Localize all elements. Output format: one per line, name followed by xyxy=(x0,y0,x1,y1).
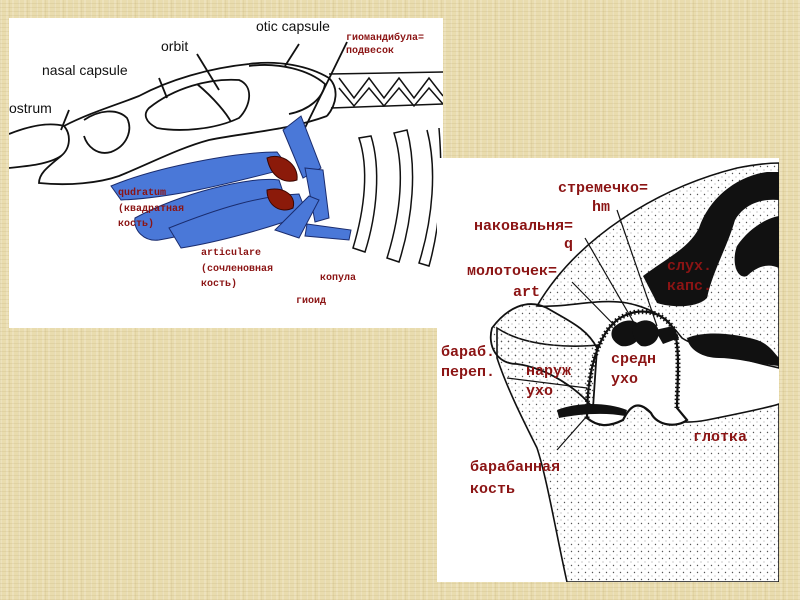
otic-capsule-cartilage-floor xyxy=(687,333,779,366)
label-tympanic-bone-1: барабанная xyxy=(470,459,560,476)
skull-outline xyxy=(9,41,348,186)
label-stapes-1: стремечко= xyxy=(558,180,648,197)
label-tympanic-membrane-2: переп. xyxy=(441,364,495,381)
label-outer-ear-2: ухо xyxy=(526,383,553,400)
label-quadratum-2: (квадратная xyxy=(118,203,184,215)
label-articulare-2: (сочленовная xyxy=(201,263,273,275)
hyoid-lower-cartilage xyxy=(274,195,320,239)
middle-ear-diagram: стремечко= hm наковальня= q молоточек= a… xyxy=(441,162,779,582)
otic-capsule-cartilage xyxy=(643,172,779,307)
label-incus-1: наковальня= xyxy=(474,218,573,235)
label-incus-2: q xyxy=(564,236,573,253)
label-otic-capsule-1: слух. xyxy=(667,258,712,275)
label-middle-ear-2: ухо xyxy=(611,371,638,388)
label-outer-ear-1: наруж xyxy=(526,363,571,380)
otic-capsule-cartilage-inner xyxy=(734,216,779,277)
stapes-ossicle xyxy=(655,326,679,344)
label-orbit: orbit xyxy=(161,38,188,54)
label-middle-ear-1: средн xyxy=(611,351,656,368)
label-quadratum-1: qudratum xyxy=(118,187,166,199)
copula-cartilage xyxy=(304,223,352,241)
label-otic-capsule-2: капс. xyxy=(667,278,712,295)
leader-lines xyxy=(506,209,658,451)
label-rostrum: ostrum xyxy=(9,100,52,116)
hyomandibula-cartilage xyxy=(282,115,322,179)
articular-bone xyxy=(266,188,295,211)
label-copula: копула xyxy=(320,273,356,284)
vertebral-column xyxy=(328,71,443,109)
quadrate-bone xyxy=(266,156,298,182)
middle-ear-panel: стремечко= hm наковальня= q молоточек= a… xyxy=(437,158,779,582)
label-hyomandibula-2: подвесок xyxy=(346,46,394,57)
jaw-bones xyxy=(266,156,298,211)
shark-skull-panel: ostrum nasal capsule orbit otic capsule … xyxy=(9,18,443,328)
label-malleus-2: art xyxy=(513,284,540,301)
label-stapes-2: hm xyxy=(592,199,610,216)
label-malleus-1: молоточек= xyxy=(467,263,557,280)
label-otic-capsule: otic capsule xyxy=(256,18,330,34)
label-articulare-3: кость) xyxy=(201,278,237,290)
tympanic-bone xyxy=(557,404,627,418)
label-tympanic-membrane-1: бараб. xyxy=(441,344,495,361)
shark-skull-diagram: ostrum nasal capsule orbit otic capsule … xyxy=(9,18,443,307)
outer-ear-canal xyxy=(489,303,598,411)
label-quadratum-3: кость) xyxy=(118,218,154,230)
label-tympanic-bone-2: кость xyxy=(470,481,515,498)
jaw-cartilages xyxy=(110,115,352,249)
label-hyomandibula-1: гиомандибула= xyxy=(346,31,424,44)
label-pharynx: глотка xyxy=(693,429,747,446)
label-nasal-capsule: nasal capsule xyxy=(42,62,128,78)
label-articulare-1: articulare xyxy=(201,247,261,259)
gill-arches xyxy=(352,127,442,267)
incus-ossicle xyxy=(632,320,659,347)
label-hyoid: гиоид xyxy=(296,296,326,307)
